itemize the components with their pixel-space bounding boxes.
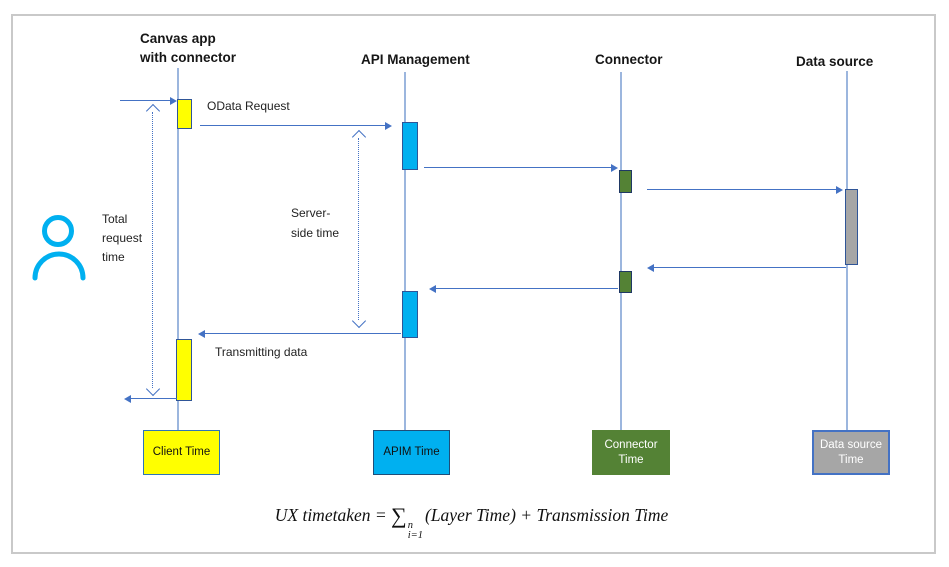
server-side-time-label: Server- side time <box>291 206 340 240</box>
server-side-measure-line <box>358 138 359 320</box>
arrowhead-odata-request <box>385 122 392 130</box>
arrow-datasource-to-connector <box>654 267 846 268</box>
actor-title-api-management: API Management <box>361 52 470 67</box>
legend-apim-time: APIM Time <box>373 430 450 475</box>
activation-canvas-transmit <box>176 339 192 401</box>
activation-apim-response <box>402 291 418 338</box>
total-request-time-label: Total request time <box>102 212 143 264</box>
arrow-transmitting-data <box>205 333 401 334</box>
sigma-upper-limit: n <box>407 520 413 531</box>
actor-title-connector: Connector <box>595 52 663 67</box>
arrowhead-apim-to-connector <box>611 164 618 172</box>
arrow-odata-request <box>200 125 386 126</box>
sigma-lower-limit: i=1 <box>407 530 423 541</box>
arrow-connector-to-datasource <box>647 189 837 190</box>
arrowhead-datasource-to-connector <box>647 264 654 272</box>
arrow-user-to-canvas <box>120 100 171 101</box>
total-request-measure-line <box>152 112 153 388</box>
actor-title-canvas-app: Canvas app with connector <box>140 31 237 65</box>
arrow-connector-to-apim <box>436 288 618 289</box>
activation-apim-request <box>402 122 418 170</box>
person-icon <box>32 215 86 281</box>
arrowhead-user-to-canvas <box>170 97 177 105</box>
arrowhead-canvas-to-user <box>124 395 131 403</box>
activation-data-source <box>845 189 858 265</box>
odata-request-label: OData Request <box>207 99 290 113</box>
lifeline-api-management <box>404 72 406 430</box>
arrowhead-transmitting-data <box>198 330 205 338</box>
arrowhead-connector-to-apim <box>429 285 436 293</box>
lifeline-connector <box>620 72 622 430</box>
legend-client-time: Client Time <box>143 430 220 475</box>
arrow-canvas-to-user <box>131 398 177 399</box>
legend-connector-time: Connector Time <box>592 430 670 475</box>
legend-data-source-time: Data source Time <box>812 430 890 475</box>
activation-connector-request <box>619 170 632 193</box>
arrow-apim-to-connector <box>424 167 612 168</box>
activation-connector-response <box>619 271 632 293</box>
actor-title-data-source: Data source <box>796 54 874 69</box>
transmitting-data-label: Transmitting data <box>215 345 308 359</box>
formula-prefix: UX timetaken = <box>274 505 392 525</box>
lifeline-canvas-app <box>177 68 179 430</box>
arrowhead-connector-to-datasource <box>836 186 843 194</box>
activation-canvas-request <box>177 99 192 129</box>
formula-suffix: (Layer Time) + Transmission Time <box>425 505 669 525</box>
sigma-symbol: ∑ <box>391 503 407 528</box>
